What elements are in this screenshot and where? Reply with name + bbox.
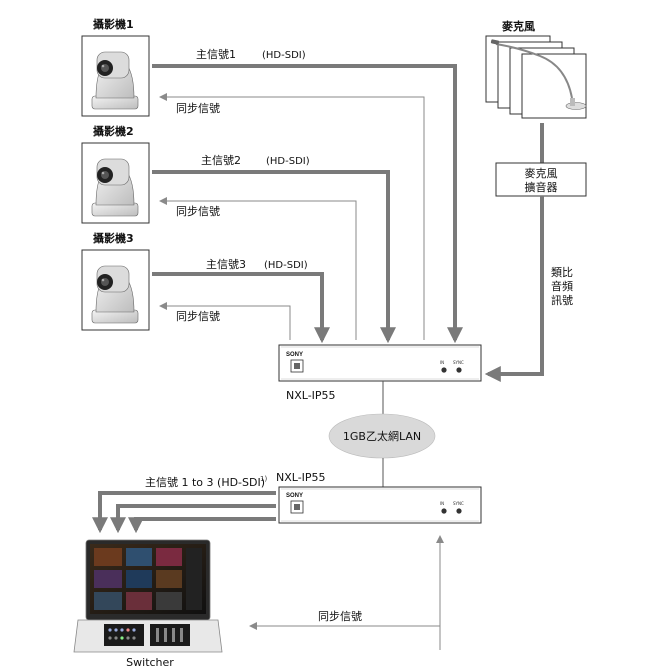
output-signal-2-arrow [110, 504, 276, 534]
decoder-port-in [441, 508, 447, 514]
encoder-port-sync [456, 367, 462, 373]
sync-signal-1-label: 同步信號 [176, 102, 220, 115]
main-signal-2-arrow [152, 170, 396, 344]
analog-audio-label-line2: 音頻 [551, 279, 573, 293]
main-signal-1-arrow [152, 64, 463, 344]
sync-signal-3-arrow [159, 302, 291, 340]
sync-signal-1-arrow [159, 93, 425, 340]
encoder-unit-body [278, 344, 482, 382]
network-lan: 1GB乙太網LAN [328, 413, 436, 459]
main-signal-3-format: (HD-SDI) [264, 260, 308, 271]
camera-3: 攝影機3 [81, 231, 150, 331]
camera-1-label: 攝影機1 [93, 17, 134, 31]
mic-amplifier-label-line1: 麥克風 [525, 167, 558, 180]
encoder-model-label: NXL-IP55 [286, 389, 336, 402]
microphone: 麥克風 [485, 19, 587, 119]
encoder-brand-logo: SONY [286, 352, 303, 358]
camera-2-icon [91, 158, 139, 217]
decoder-unit-body [278, 486, 482, 524]
output-signal-3-arrow [128, 517, 276, 534]
camera-2-label: 攝影機2 [93, 124, 134, 138]
encoder-unit: SONY IN SYNC [278, 344, 482, 382]
main-signal-1-label: 主信號1 [196, 48, 236, 61]
microphone-label: 麥克風 [501, 19, 535, 33]
main-signal-3-arrow [152, 272, 330, 344]
mic-amplifier: 麥克風 擴音器 [495, 162, 587, 197]
decoder-port-sync [456, 508, 462, 514]
analog-audio-label-line1: 類比 [551, 266, 573, 279]
network-lan-label: 1GB乙太網LAN [343, 429, 421, 443]
decoder-unit: SONY IN SYNC [278, 486, 482, 524]
microphone-icon [485, 35, 587, 119]
mic-amplifier-box [495, 162, 587, 197]
switcher-label: Switcher [126, 656, 174, 669]
encoder-port-in [441, 367, 447, 373]
output-footnote-marker: 1) [260, 475, 267, 483]
main-signal-1-format: (HD-SDI) [262, 50, 306, 61]
encoder-port-in-label: IN [440, 360, 444, 365]
analog-audio-label-line3: 訊號 [551, 293, 573, 307]
main-signal-3-label: 主信號3 [206, 258, 246, 271]
main-signal-2-format: (HD-SDI) [266, 156, 310, 167]
decoder-port-in-label: IN [440, 501, 444, 506]
bottom-sync-label: 同步信號 [318, 610, 362, 623]
sync-signal-3-label: 同步信號 [176, 310, 220, 323]
encoder-port-sync-label: SYNC [453, 360, 464, 365]
decoder-model-label: NXL-IP55 [276, 471, 326, 484]
camera-3-icon [91, 265, 139, 324]
network-lan-shape [328, 413, 436, 459]
switcher-icon [73, 539, 223, 653]
sync-signal-2-arrow [159, 197, 357, 340]
sync-signal-2-label: 同步信號 [176, 205, 220, 218]
decoder-brand-logo: SONY [286, 493, 303, 499]
output-main-signal-label: 主信號 1 to 3 (HD-SDI) [145, 476, 265, 489]
mic-amplifier-label-line2: 擴音器 [525, 180, 558, 194]
camera-2: 攝影機2 [81, 124, 150, 224]
camera-3-label: 攝影機3 [93, 231, 134, 245]
main-signal-2-label: 主信號2 [201, 154, 241, 167]
camera-1-icon [91, 51, 139, 110]
switcher: Switcher [73, 539, 223, 669]
output-signal-1-arrow [92, 491, 276, 534]
decoder-port-sync-label: SYNC [453, 501, 464, 506]
analog-audio-arrow [484, 196, 544, 382]
camera-1: 攝影機1 [81, 17, 150, 117]
